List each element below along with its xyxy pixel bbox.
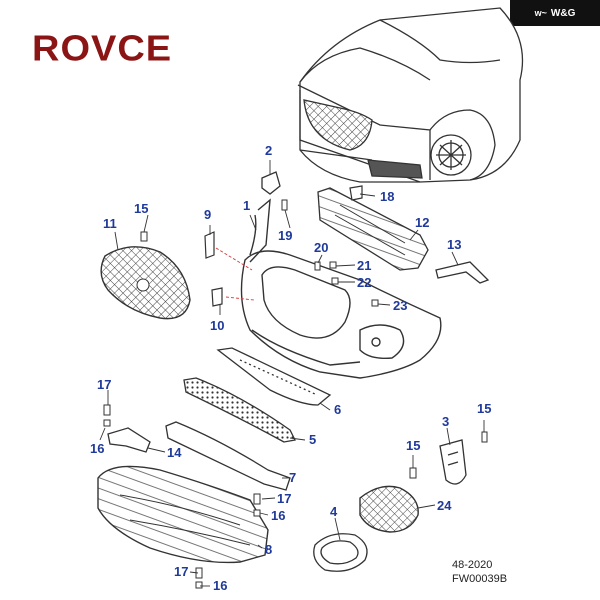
part-1-bumper-cover [240, 198, 442, 379]
part-6-spoiler [216, 347, 332, 406]
callout-1: 1 [243, 198, 250, 213]
part-11-grille [100, 246, 191, 320]
callout-22: 22 [357, 275, 371, 290]
callout-6: 6 [334, 402, 341, 417]
callout-20: 20 [314, 240, 328, 255]
callout-11: 11 [103, 216, 117, 231]
callout-23: 23 [393, 298, 407, 313]
callout-12: 12 [415, 215, 429, 230]
callout-15-b: 15 [477, 401, 491, 416]
part-13-bracket [435, 261, 490, 284]
footer-date-code: 48-2020 [452, 559, 493, 571]
vehicle-illustration [297, 7, 524, 183]
callout-17-c: 17 [174, 564, 188, 579]
brand-logo: ROVCE [32, 29, 173, 69]
callout-16-b: 16 [271, 508, 285, 523]
fasteners [103, 199, 488, 589]
callout-7: 7 [289, 470, 296, 485]
part-24-fog-grille [359, 485, 419, 533]
wg-logo-icon: ᴡ~ [534, 8, 547, 18]
callout-10: 10 [210, 318, 224, 333]
callout-24: 24 [437, 498, 452, 513]
leader-lines-red [215, 247, 255, 301]
part-12-absorber [317, 187, 429, 271]
part-14-deflector [107, 427, 151, 453]
callout-14: 14 [167, 445, 182, 460]
callout-18: 18 [380, 189, 394, 204]
callout-4: 4 [330, 504, 338, 519]
leader-lines [99, 160, 485, 587]
part-8-undertray [97, 465, 269, 564]
callout-17: 17 [97, 377, 111, 392]
part-9-10-clips [204, 231, 223, 307]
part-3-bracket [439, 439, 467, 485]
callout-2: 2 [265, 143, 272, 158]
callout-13: 13 [447, 237, 461, 252]
callout-5: 5 [309, 432, 316, 447]
callout-21: 21 [357, 258, 371, 273]
callout-9: 9 [204, 207, 211, 222]
corner-badge: ᴡ~ W&G [510, 0, 600, 26]
callout-17-b: 17 [277, 491, 291, 506]
part-18-bracket [349, 185, 363, 201]
callout-19: 19 [278, 228, 292, 243]
part-5-lower-grille [183, 377, 296, 443]
badge-label: W&G [550, 7, 576, 19]
callout-3: 3 [442, 414, 449, 429]
callout-8: 8 [265, 542, 272, 557]
callout-15-c: 15 [406, 438, 420, 453]
part-2-bracket [261, 171, 281, 195]
part-7-lip [165, 421, 291, 491]
part-4-bezel [313, 533, 368, 572]
callout-labels: 2 1 15 11 9 19 20 21 22 18 12 13 23 10 6… [90, 143, 491, 593]
callout-16-c: 16 [213, 578, 227, 593]
callout-16: 16 [90, 441, 104, 456]
callout-15: 15 [134, 201, 148, 216]
footer-figure-id: FW00039B [452, 573, 508, 585]
